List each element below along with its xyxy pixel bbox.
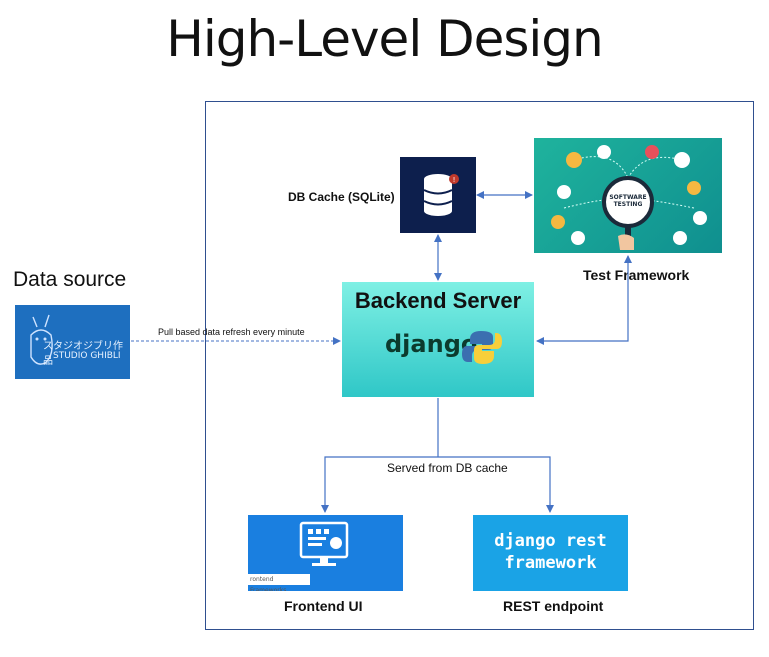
software-testing-badge: SOFTWARE TESTING [609, 194, 647, 208]
python-logo-icon [462, 331, 502, 364]
ghibli-english-text: STUDIO GHIBLI [53, 351, 121, 361]
software-testing-icon [551, 145, 707, 250]
data-source-label: Data source [13, 268, 127, 291]
frontend-ui-node: rontend Frameworks [248, 515, 403, 591]
frontend-ui-label: Frontend UI [284, 598, 363, 614]
django-rest-text: django rest [494, 531, 607, 551]
backend-server-title: Backend Server [354, 288, 522, 313]
test-framework-node: SOFTWARE TESTING [534, 138, 722, 253]
studio-ghibli-logo: スタジオジブリ作品 STUDIO GHIBLI [15, 305, 130, 379]
diagram-title: High-Level Design [166, 10, 603, 68]
rest-endpoint-label: REST endpoint [503, 598, 604, 614]
pull-refresh-label: Pull based data refresh every minute [158, 327, 305, 337]
ghibli-japanese-text: スタジオジブリ作品 [43, 341, 123, 367]
served-from-cache-label: Served from DB cache [387, 461, 508, 475]
svg-text:!: ! [453, 176, 456, 184]
django-logo-text: django [385, 330, 478, 358]
frontend-frameworks-caption: rontend Frameworks [248, 574, 310, 591]
monitor-icon [299, 521, 349, 566]
rest-endpoint-node: django rest framework [473, 515, 628, 591]
backend-server-node: Backend Server django [342, 282, 534, 397]
db-cache-node: ! [400, 157, 476, 233]
backend-test-arrow [536, 255, 632, 345]
database-icon: ! [423, 174, 459, 216]
to-frontend-arrow [321, 456, 438, 513]
system-boundary [205, 101, 754, 630]
totoro-icon [30, 314, 53, 365]
db-cache-label: DB Cache (SQLite) [288, 190, 395, 204]
to-rest-arrow [438, 456, 554, 513]
framework-text: framework [504, 553, 597, 573]
